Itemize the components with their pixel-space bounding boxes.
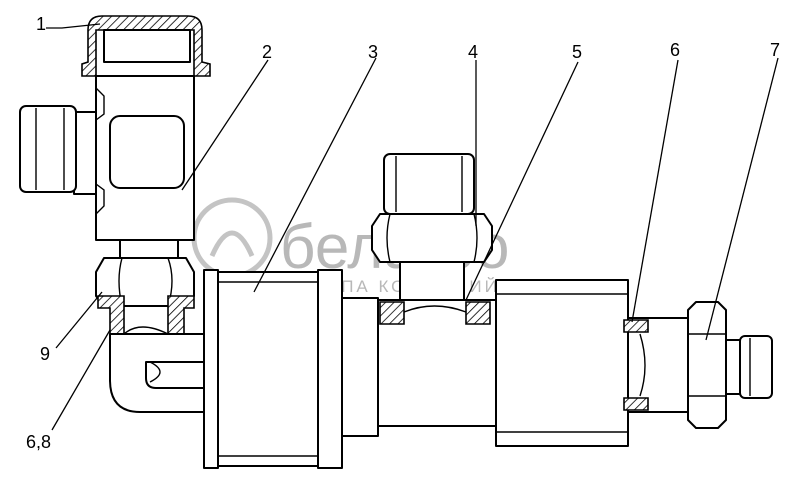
callouts: 1 2 3 4 5 6 7 9 6,8 (26, 14, 780, 452)
part-4-5-fitting (371, 153, 497, 427)
callout-9: 9 (40, 344, 50, 364)
leader-6-8 (51, 329, 111, 431)
leader-2 (181, 59, 269, 191)
part-3-coupling (203, 269, 379, 469)
part-2-tee-body (19, 75, 195, 259)
callout-7: 7 (770, 40, 780, 60)
leader-lines (46, 23, 779, 431)
leader-1 (46, 23, 101, 29)
part-6-sleeve (495, 279, 689, 447)
callout-1: 1 (36, 14, 46, 34)
leader-5 (465, 61, 579, 301)
callout-5: 5 (572, 42, 582, 62)
callout-4: 4 (468, 42, 478, 62)
leader-3 (253, 57, 377, 293)
callout-6-8: 6,8 (26, 432, 51, 452)
part-6-8-seal-elbow (97, 295, 207, 413)
callout-2: 2 (262, 42, 272, 62)
leader-9 (55, 291, 103, 349)
callout-3: 3 (368, 42, 378, 62)
watermark-logo (191, 197, 273, 279)
leader-6 (631, 59, 679, 323)
part-7-end-nut (687, 301, 773, 429)
leader-7 (705, 57, 779, 341)
part-1-cap (81, 15, 211, 77)
callout-6: 6 (670, 40, 680, 60)
